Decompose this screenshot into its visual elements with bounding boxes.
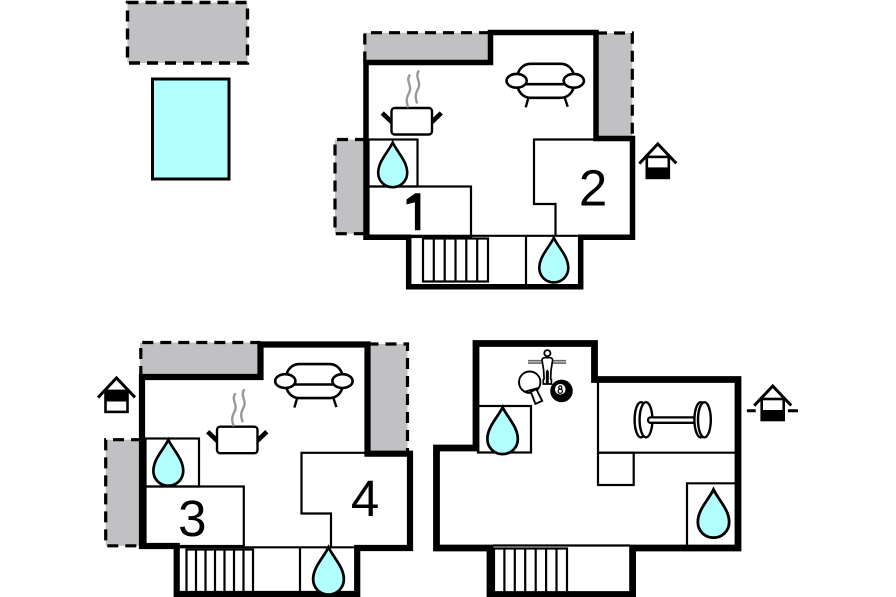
svg-text:4: 4	[351, 470, 379, 527]
svg-text:3: 3	[178, 490, 206, 547]
svg-text:2: 2	[579, 160, 607, 217]
